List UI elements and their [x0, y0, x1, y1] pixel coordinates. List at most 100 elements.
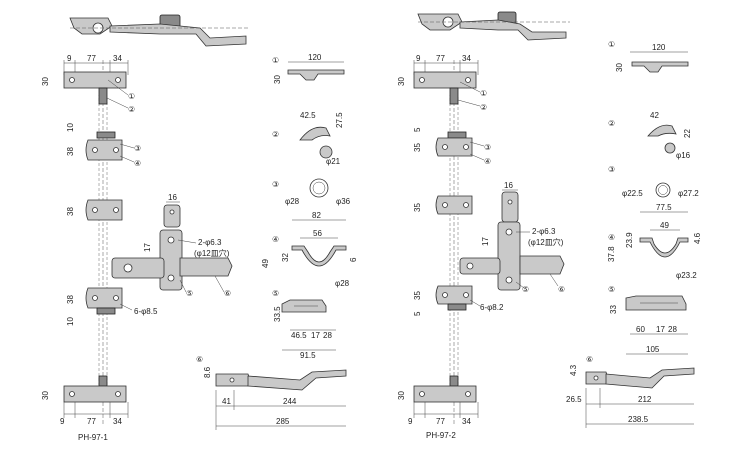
d4-left-dim-49: 49: [261, 259, 270, 268]
d4-right-dim-a: 77.5: [656, 203, 672, 212]
d5-left-dim-d: 28: [323, 331, 332, 340]
d6-left-dim-a: 8.6: [203, 366, 212, 378]
callout-2: ②: [128, 105, 135, 114]
d6-right-dim-a: 4.3: [569, 364, 578, 376]
guide-bracket-1-right: [435, 131, 473, 157]
top-view-handle-right: [417, 11, 570, 41]
d5-right-num: ⑤: [608, 285, 615, 294]
d4-left-dim-56: 56: [313, 229, 322, 238]
d4-left-dim-28: φ28: [335, 279, 350, 288]
d4-right-dim-b: 49: [660, 221, 669, 230]
d4-right-dim-d: 37.8: [607, 246, 616, 262]
dim-side-5-r: 17: [481, 237, 490, 246]
d2-left-num: ②: [272, 130, 279, 139]
dim-bottom-3: 34: [113, 417, 122, 426]
d2-right-dim-c: φ16: [676, 151, 691, 160]
handle-mechanism-left: [111, 204, 233, 291]
hole-label-right: 6-φ8.2: [480, 303, 504, 312]
dim-side-4-r: 35: [413, 203, 422, 212]
d1-right-dim-120: 120: [652, 43, 666, 52]
details-left: ① 120 30 ② 42.5 27.5 φ21 ③ φ28 φ36 ④ 82 …: [196, 53, 358, 430]
assembly-ph-97-2: 9 77 34 30 ① ② 5 35 ③ ④: [397, 11, 570, 440]
callout-4-r: ④: [484, 157, 491, 166]
dim-side-4: 38: [66, 207, 75, 216]
top-view-handle-left: [69, 14, 250, 47]
d1-right-num: ①: [608, 40, 615, 49]
caption-left: PH-97-1: [78, 433, 108, 442]
d3-left-dim-b: φ36: [336, 197, 351, 206]
d5-left-dim-b: 46.5: [291, 331, 307, 340]
dim-top-3: 34: [113, 54, 122, 63]
callout-4: ④: [134, 159, 141, 168]
dim-bottom-2-r: 77: [436, 417, 445, 426]
callout-2-r: ②: [480, 103, 487, 112]
d6-right-num: ⑥: [586, 355, 593, 364]
d2-left-dim-c: φ21: [326, 157, 341, 166]
d1-left-dim-30: 30: [273, 75, 282, 84]
dim-side-1-r: 30: [397, 77, 406, 86]
callout-1-r: ①: [480, 89, 487, 98]
dim-top-3-r: 34: [462, 54, 471, 63]
dim-top-1-r: 9: [416, 54, 421, 63]
d2-right-num: ②: [608, 119, 615, 128]
dim-bottom-2: 77: [87, 417, 96, 426]
hole-label-left: 6-φ8.5: [134, 307, 158, 316]
dim-side-5: 17: [143, 243, 152, 252]
dim-top-2-r: 77: [436, 54, 445, 63]
d4-right-dim-f: φ23.2: [676, 271, 697, 280]
dim-bottom-1-r: 9: [408, 417, 413, 426]
guide-bracket-1-left: [85, 131, 123, 161]
d6-right-dim-c: 212: [638, 395, 652, 404]
dim-bottom-1: 9: [60, 417, 65, 426]
guide-bracket-3-right: [435, 285, 473, 311]
d5-right-dim-d: 28: [668, 325, 677, 334]
d3-right-num: ③: [608, 165, 615, 174]
d4-left-dim-6: 6: [349, 257, 358, 262]
d4-right-dim-e: 4.6: [693, 232, 702, 244]
callout-3: ③: [134, 144, 141, 153]
callout-1: ①: [128, 92, 135, 101]
dim-bottom-3-r: 34: [462, 417, 471, 426]
top-bracket-left: [63, 71, 127, 105]
callout-3-r: ③: [484, 143, 491, 152]
callout-6-r: ⑥: [558, 285, 565, 294]
caption-right: PH-97-2: [426, 431, 456, 440]
d3-left-num: ③: [272, 180, 279, 189]
dim-side-7-r: 5: [413, 311, 422, 316]
callout-5-r: ⑤: [522, 285, 529, 294]
dim-side-3: 38: [66, 147, 75, 156]
dim-side-6-r: 35: [413, 291, 422, 300]
d4-right-num: ④: [608, 233, 615, 242]
d5-right-dim-c: 17: [656, 325, 665, 334]
d2-right-dim-a: 42: [650, 111, 659, 120]
d2-right-dim-b: 22: [683, 129, 692, 138]
d6-right-dim-b: 26.5: [566, 395, 582, 404]
d4-right-dim-c: 23.9: [625, 232, 634, 248]
bolt-sub-right: (φ12皿穴): [528, 237, 564, 247]
bottom-bracket-left: [63, 375, 127, 403]
dim-side-6: 38: [66, 295, 75, 304]
d6-right-dim-d: 238.5: [628, 415, 649, 424]
dim-side-2: 10: [66, 123, 75, 132]
d3-right-dim-b: φ27.2: [678, 189, 699, 198]
bottom-bracket-right: [413, 375, 477, 403]
d4-left-dim-82: 82: [312, 211, 321, 220]
d3-right-dim-a: φ22.5: [622, 189, 643, 198]
top-dims-right: 9 77 34: [413, 54, 479, 75]
dim-side-8-r: 30: [397, 391, 406, 400]
d6-left-dim-d: 285: [276, 417, 290, 426]
dim-side-2-r: 5: [413, 127, 422, 132]
dim-top-1: 9: [67, 54, 72, 63]
dim-side-1: 30: [41, 77, 50, 86]
d6-left-dim-c: 244: [283, 397, 297, 406]
d4-left-dim-32: 32: [281, 253, 290, 262]
dim-top-2: 77: [87, 54, 96, 63]
dim-side-8: 30: [41, 391, 50, 400]
d6-left-num: ⑥: [196, 355, 203, 364]
assembly-ph-97-1: 9 77 34 30 ① ② 10 38 ③ ④: [41, 14, 250, 442]
bottom-dims-right: 9 77 34: [408, 402, 479, 426]
dim-16-left: 16: [168, 193, 177, 202]
guide-bracket-3-left: [85, 287, 123, 315]
callout-6: ⑥: [224, 289, 231, 298]
